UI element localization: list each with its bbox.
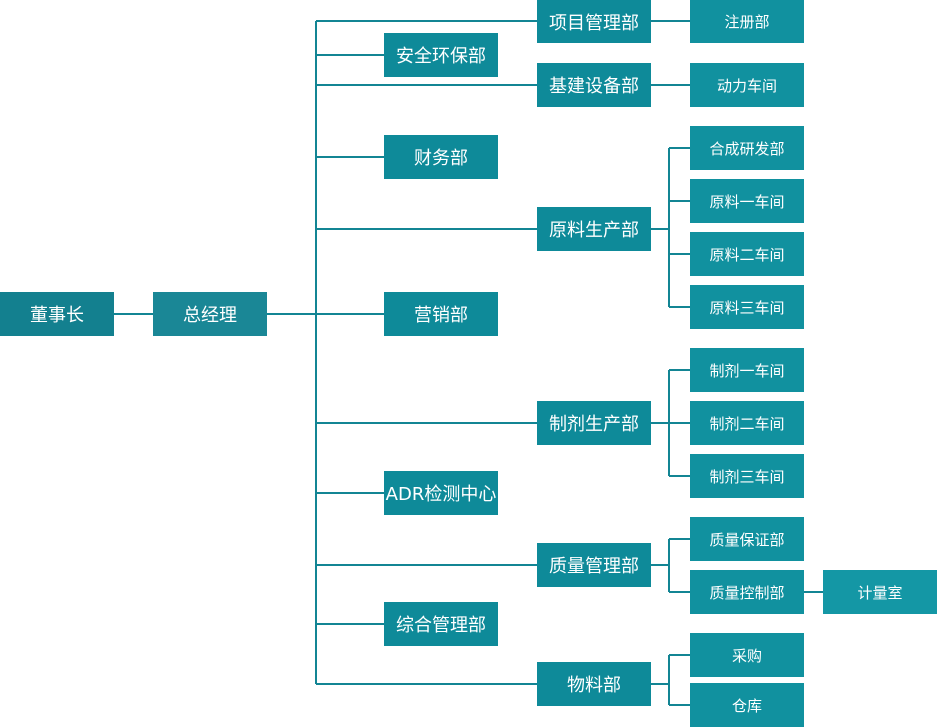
node-raw-material-prod-dept: 原料生产部 xyxy=(537,207,651,251)
node-finance-dept: 财务部 xyxy=(384,135,498,179)
node-project-mgmt-dept: 项目管理部 xyxy=(537,0,651,43)
node-metrology-room: 计量室 xyxy=(823,570,937,614)
node-quality-mgmt-dept: 质量管理部 xyxy=(537,543,651,587)
node-registration-dept: 注册部 xyxy=(690,0,804,43)
node-formulation-workshop-2: 制剂二车间 xyxy=(690,401,804,445)
node-raw-workshop-3: 原料三车间 xyxy=(690,285,804,329)
node-synthesis-rd-dept: 合成研发部 xyxy=(690,126,804,170)
node-formulation-workshop-1: 制剂一车间 xyxy=(690,348,804,392)
node-quality-assurance-dept: 质量保证部 xyxy=(690,517,804,561)
node-quality-control-dept: 质量控制部 xyxy=(690,570,804,614)
node-marketing-dept: 营销部 xyxy=(384,292,498,336)
node-materials-dept: 物料部 xyxy=(537,662,651,706)
node-infrastructure-dept: 基建设备部 xyxy=(537,63,651,107)
node-general-admin-dept: 综合管理部 xyxy=(384,602,498,646)
node-formulation-workshop-3: 制剂三车间 xyxy=(690,454,804,498)
node-warehouse: 仓库 xyxy=(690,683,804,727)
node-formulation-prod-dept: 制剂生产部 xyxy=(537,401,651,445)
node-raw-workshop-2: 原料二车间 xyxy=(690,232,804,276)
node-adr-center: ADR检测中心 xyxy=(384,471,498,515)
node-general-manager: 总经理 xyxy=(153,292,267,336)
node-purchasing: 采购 xyxy=(690,633,804,677)
node-raw-workshop-1: 原料一车间 xyxy=(690,179,804,223)
node-power-workshop: 动力车间 xyxy=(690,63,804,107)
node-chairman: 董事长 xyxy=(0,292,114,336)
node-safety-env-dept: 安全环保部 xyxy=(384,33,498,77)
